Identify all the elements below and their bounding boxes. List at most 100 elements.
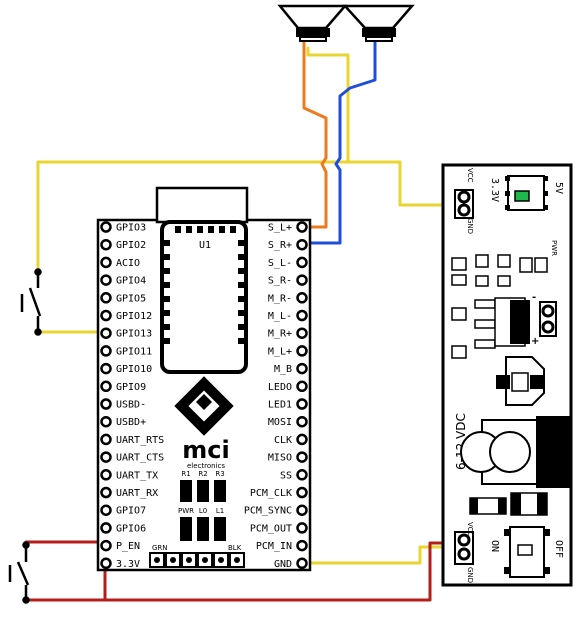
left-pin-label: GPIO11	[116, 346, 152, 357]
right-pin-label: GND	[274, 559, 292, 570]
smd-component-icon	[534, 257, 548, 273]
left-pin-pad-icon	[100, 522, 112, 534]
right-pin-label: MOSI	[268, 417, 292, 428]
right-pin-pad-icon	[296, 486, 308, 499]
smd-component-icon	[475, 254, 489, 268]
push-button-bottom-icon	[8, 541, 30, 604]
right-pin-pad-icon	[296, 256, 308, 269]
left-pin-label: UART_RX	[116, 488, 158, 499]
left-pin-label: 3.3V	[116, 559, 140, 570]
right-pin-pad-icon	[296, 292, 308, 304]
orange-wire-s-l-plus	[300, 40, 328, 229]
left-pin-label: GPIO10	[116, 364, 152, 375]
right-pin-pad-icon	[296, 451, 308, 463]
right-pin-label: M_L+	[268, 346, 292, 357]
led-label: L1	[216, 507, 224, 515]
left-pin-label: USBD-	[116, 400, 146, 411]
right-pin-label: M_L-	[268, 311, 292, 322]
led-icon	[197, 517, 209, 541]
left-pin-pad-icon	[100, 557, 112, 570]
polarity-pad-minus-icon	[541, 304, 555, 318]
left-pin-pad-icon	[100, 238, 112, 251]
left-pin-label: GPIO4	[116, 276, 146, 287]
chip-pads	[163, 226, 245, 344]
polarity-plus: +	[531, 336, 539, 347]
top-gnd-label: GND	[466, 218, 474, 234]
left-pin-label: USBD+	[116, 417, 146, 428]
right-pin-pad-icon	[296, 309, 308, 322]
header-grn-label: GRN	[152, 544, 168, 552]
right-pin-pad-icon	[296, 362, 308, 375]
right-pin-label: S_R+	[268, 240, 292, 251]
smd-component-icon	[451, 257, 467, 271]
left-pin-label: GPIO9	[116, 382, 146, 393]
right-pin-pad-icon	[296, 380, 308, 393]
gnd-top-pad-icon	[457, 203, 471, 217]
smd-component-icon	[474, 319, 496, 329]
yellow-wire-top	[36, 160, 457, 274]
right-pin-label: LED1	[268, 400, 292, 411]
left-pin-label: GPIO13	[116, 329, 152, 340]
yellow-wire-speaker	[306, 46, 350, 164]
logo-sub: electronics	[187, 462, 225, 470]
smd-component-icon	[474, 299, 496, 309]
dc-jack-icon	[460, 416, 571, 488]
smd-component-icon	[475, 275, 489, 287]
resistor-icon	[180, 480, 192, 502]
smd-component-icon	[474, 339, 496, 349]
right-pin-label: PCM_SYNC	[244, 506, 292, 517]
bottom-gnd-label: GND	[466, 567, 474, 583]
left-pin-pad-icon	[100, 539, 112, 552]
smd-component-icon	[497, 254, 511, 268]
vcc-bottom-pad-icon	[457, 533, 471, 547]
left-pin-label: ACIO	[116, 258, 140, 269]
left-pin-pad-icon	[100, 274, 112, 286]
regulator-icon	[510, 300, 530, 344]
right-pin-label: SS	[280, 470, 292, 481]
push-button-top-icon	[20, 268, 42, 336]
polarity-pad-plus-icon	[541, 320, 555, 334]
right-pin-pad-icon	[296, 274, 308, 286]
polarity-minus: -	[532, 292, 536, 303]
left-pin-label: GPIO7	[116, 506, 146, 517]
left-pin-pad-icon	[100, 398, 112, 410]
right-pin-pad-icon	[296, 504, 308, 516]
led-icon	[180, 517, 192, 541]
right-pin-pad-icon	[296, 398, 308, 410]
smd-component-icon	[451, 307, 467, 321]
right-pin-pad-icon	[296, 345, 308, 357]
right-pin-label: S_R-	[268, 276, 292, 287]
switch-off-label: OFF	[553, 540, 564, 558]
red-wire-p-en	[24, 540, 107, 547]
left-pin-label: GPIO6	[116, 523, 146, 534]
right-pin-label: S_L-	[268, 258, 292, 269]
logo-main: mci	[182, 436, 229, 464]
left-pin-pad-icon	[100, 469, 112, 481]
resistor-label: R2	[198, 470, 207, 478]
right-pin-label: M_R-	[268, 293, 292, 304]
esp-right-pins: S_L+S_R+S_L-S_R-M_R-M_L-M_R+M_L+M_BLEDOL…	[244, 221, 308, 570]
resistor-label: R3	[215, 470, 224, 478]
left-pin-pad-icon	[100, 486, 112, 499]
gnd-bottom-pad-icon	[457, 547, 471, 561]
speaker-right-icon	[342, 4, 415, 42]
right-pin-pad-icon	[296, 415, 308, 428]
top-vcc-label: VCC	[466, 168, 474, 183]
vcc-top-pad-icon	[457, 190, 471, 204]
left-pin-pad-icon	[100, 415, 112, 428]
smd-component-icon	[451, 274, 467, 286]
led-icon	[214, 517, 226, 541]
right-pin-label: S_L+	[268, 223, 292, 234]
left-pin-label: UART_CTS	[116, 453, 164, 464]
left-pin-label: GPIO5	[116, 293, 146, 304]
right-pin-pad-icon	[296, 522, 308, 534]
module-label: U1	[199, 240, 211, 251]
left-pin-label: UART_TX	[116, 470, 158, 481]
esp-left-pins: GPIO3GPIO2ACIOGPIO4GPIO5GPIO12GPIO13GPIO…	[100, 221, 164, 570]
resistor-icon	[197, 480, 209, 502]
right-pin-label: PCM_OUT	[250, 523, 292, 534]
smd-component-icon	[519, 257, 533, 273]
right-pin-pad-icon	[296, 327, 308, 339]
